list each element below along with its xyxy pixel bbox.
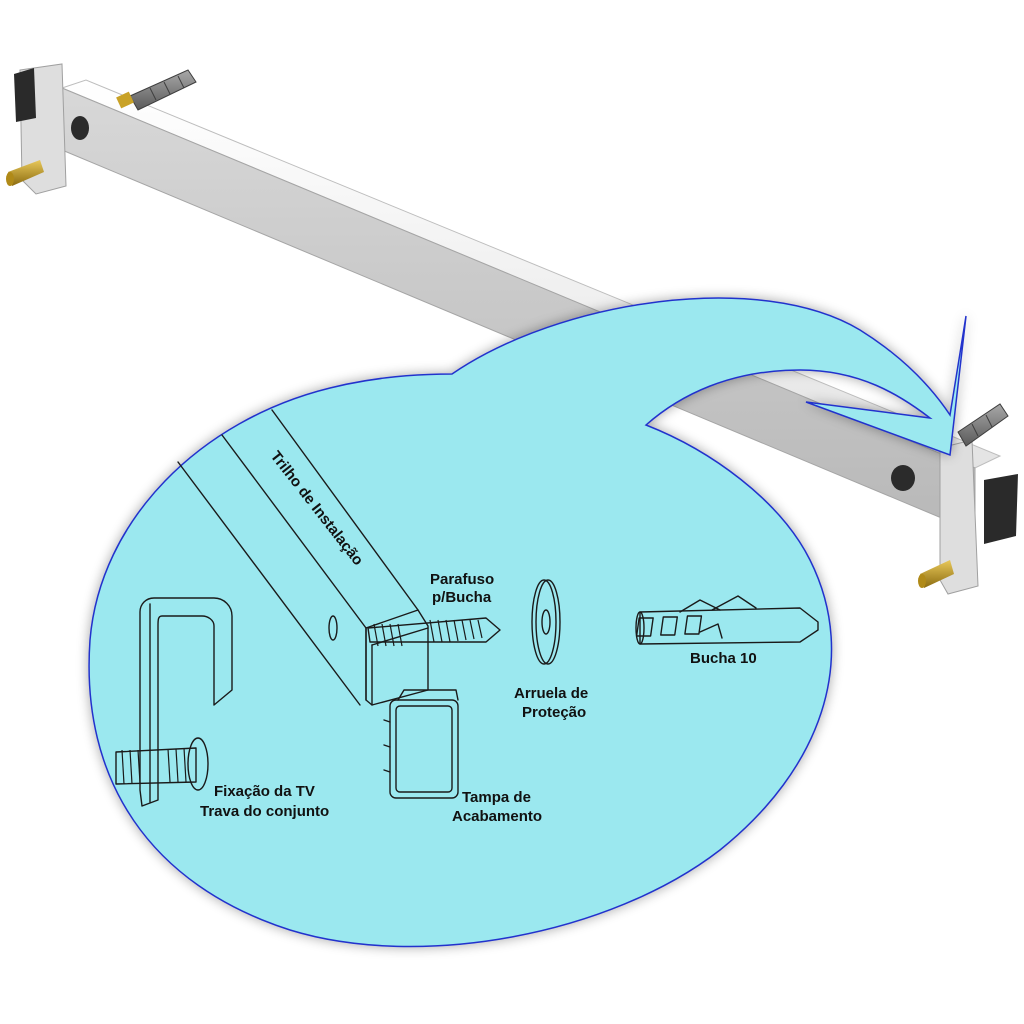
- label-screw: Parafuso: [430, 571, 494, 588]
- label-tv-fix: Fixação da TV: [214, 783, 315, 800]
- label-screw-sub: p/Bucha: [432, 589, 492, 606]
- brass-pin-left: [6, 160, 44, 186]
- tv-bracket-detail-drawing: [115, 597, 233, 807]
- screw-detail-drawing: [367, 617, 501, 647]
- washer-detail-drawing: [531, 579, 561, 665]
- wall-plug-left: [116, 69, 197, 111]
- end-cap-detail-drawing: [383, 689, 459, 799]
- brass-pin-right: [918, 560, 954, 588]
- label-anchor: Bucha 10: [690, 650, 757, 667]
- label-washer-sub: Proteção: [522, 704, 586, 721]
- label-cap: Tampa de: [462, 789, 531, 806]
- anchor-detail-drawing: [635, 595, 819, 645]
- rail-detail-drawing: [177, 409, 429, 706]
- wall-plug-right: [957, 403, 1009, 447]
- label-cap-sub: Acabamento: [452, 808, 542, 825]
- label-tv-fix-sub: Trava do conjunto: [200, 803, 329, 820]
- label-washer: Arruela de: [514, 685, 588, 702]
